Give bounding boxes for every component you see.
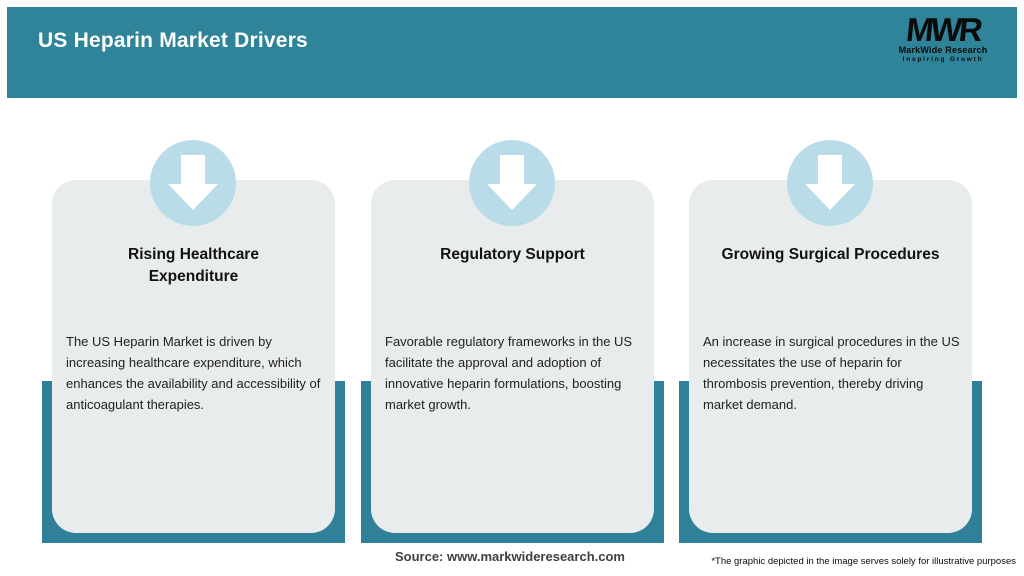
logo-tagline: Inspiring Growth [902,56,984,63]
driver-card-rising-healthcare: Rising Healthcare Expenditure The US Hep… [42,140,345,543]
down-arrow-icon [469,140,555,226]
disclaimer-text: *The graphic depicted in the image serve… [711,556,1016,567]
header-band: US Heparin Market Drivers MWR MarkWide R… [7,7,1017,98]
card-body: Growing Surgical Procedures An increase … [689,180,972,533]
card-description: The US Heparin Market is driven by incre… [66,334,321,412]
card-description: Favorable regulatory frameworks in the U… [385,334,633,412]
card-title: Rising Healthcare Expenditure [128,246,259,285]
card-body: Regulatory Support Favorable regulatory … [371,180,654,533]
card-title: Regulatory Support [440,246,585,263]
card-body: Rising Healthcare Expenditure The US Hep… [52,180,335,533]
source-text: Source: www.markwideresearch.com [394,549,625,564]
driver-card-regulatory-support: Regulatory Support Favorable regulatory … [361,140,664,543]
down-arrow-icon [787,140,873,226]
card-description: An increase in surgical procedures in th… [703,334,960,412]
logo-mwr-icon: MWR [904,11,982,48]
logo-name: MarkWide Research [898,45,988,55]
page-title: US Heparin Market Drivers [38,29,308,52]
card-title: Growing Surgical Procedures [721,246,940,263]
down-arrow-icon [150,140,236,226]
driver-card-growing-surgical: Growing Surgical Procedures An increase … [679,140,982,543]
markwide-research-logo: MWR MarkWide Research Inspiring Growth [883,11,1003,64]
